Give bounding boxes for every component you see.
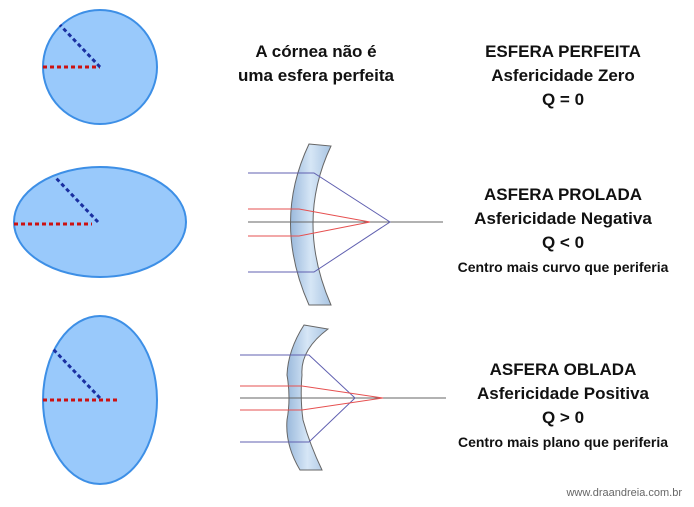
intro-line-1: A córnea não é bbox=[255, 42, 377, 61]
oblate-label: ASFERA OBLADA Asfericidade Positiva Q > … bbox=[443, 358, 683, 454]
section-q: Q = 0 bbox=[541, 90, 585, 109]
prolate-shape bbox=[13, 166, 187, 278]
section-note: Centro mais plano que periferia bbox=[457, 434, 669, 450]
sphere-label: ESFERA PERFEITA Asfericidade Zero Q = 0 bbox=[443, 40, 683, 112]
blue-radius bbox=[50, 346, 102, 400]
oblate-shape bbox=[42, 315, 158, 485]
watermark: www.draandreia.com.br bbox=[566, 487, 682, 499]
prolate-lens-diagram bbox=[248, 143, 443, 306]
intro-line-2: uma esfera perfeita bbox=[238, 66, 394, 85]
section-title: ESFERA PERFEITA bbox=[485, 42, 641, 61]
blue-radius bbox=[53, 175, 100, 224]
section-q: Q > 0 bbox=[541, 408, 585, 427]
section-q: Q < 0 bbox=[541, 233, 585, 252]
oblate-lens-diagram bbox=[240, 324, 446, 471]
section-note: Centro mais curvo que periferia bbox=[457, 259, 669, 275]
section-subtitle: Asfericidade Positiva bbox=[477, 384, 649, 403]
prolate-label: ASFERA PROLADA Asfericidade Negativa Q <… bbox=[443, 183, 683, 279]
sphere-shape bbox=[42, 9, 158, 125]
section-subtitle: Asfericidade Negativa bbox=[474, 209, 652, 228]
intro-text: A córnea não é uma esfera perfeita bbox=[216, 40, 416, 88]
section-title: ASFERA PROLADA bbox=[483, 185, 643, 204]
blue-radius bbox=[58, 23, 102, 69]
section-title: ASFERA OBLADA bbox=[489, 360, 637, 379]
section-subtitle: Asfericidade Zero bbox=[491, 66, 635, 85]
